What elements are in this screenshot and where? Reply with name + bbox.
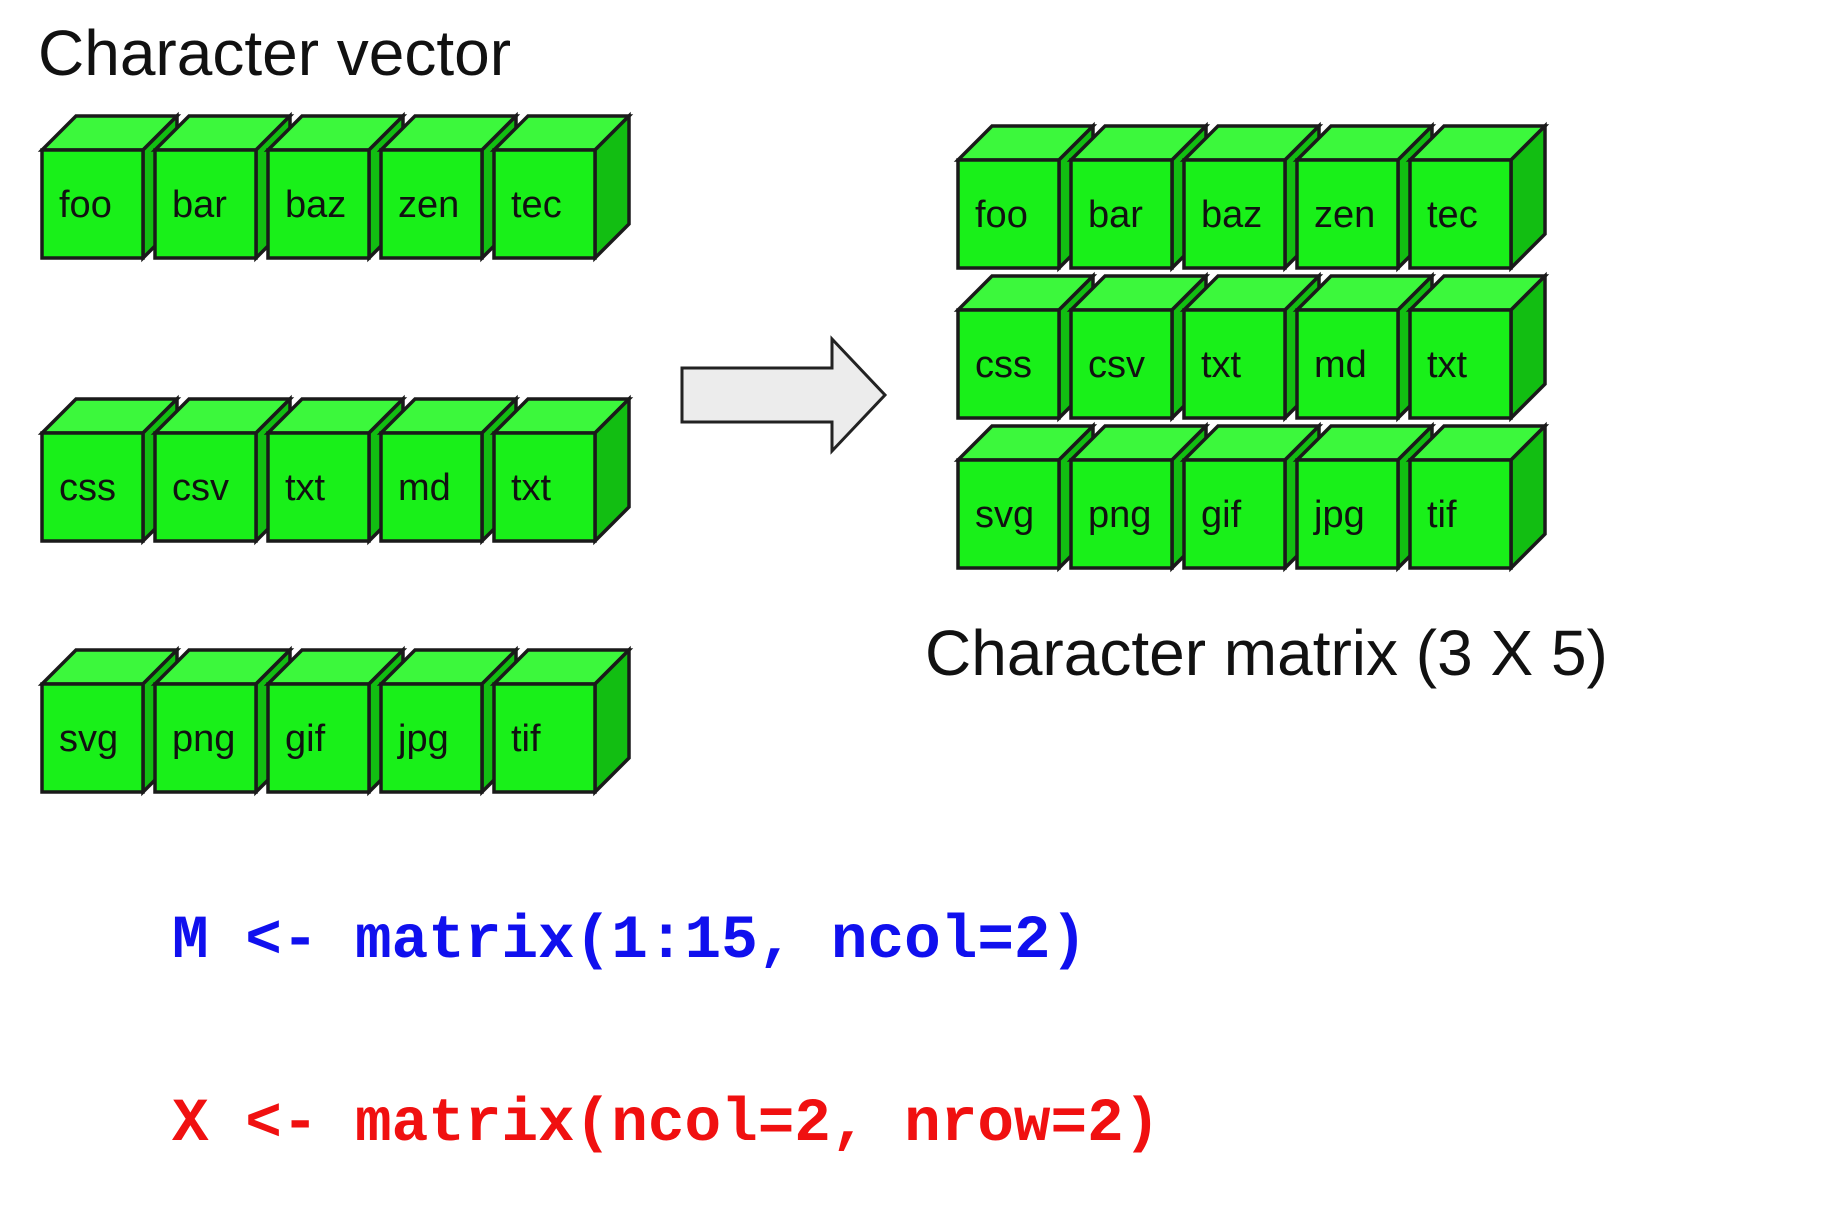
cube: svg: [953, 421, 1098, 573]
cube-label: jpg: [1313, 494, 1365, 536]
cube-front-face: [266, 148, 371, 260]
cube-front-face: [40, 148, 145, 260]
cube-label: txt: [1427, 344, 1468, 386]
cube-front-face: [153, 682, 258, 794]
cube-label: txt: [511, 467, 552, 509]
cube-label: foo: [975, 194, 1028, 236]
cube-label: tif: [511, 718, 541, 760]
cube-front-face: [492, 682, 597, 794]
cube-front-face: [1069, 458, 1174, 570]
cube-label: csv: [1088, 344, 1145, 386]
cube-front-face: [153, 148, 258, 260]
cube-label: css: [975, 344, 1032, 386]
cube-label: zen: [1314, 194, 1375, 236]
cube-front-face: [1408, 158, 1513, 270]
cube-label: png: [172, 718, 235, 760]
cube-label: txt: [285, 467, 326, 509]
cube-label: jpg: [397, 718, 449, 760]
cube-front-face: [1182, 308, 1287, 420]
cube-front-face: [153, 431, 258, 543]
cube-front-face: [379, 682, 484, 794]
cube-front-face: [1295, 308, 1400, 420]
character-vector-cubes: foo bar baz zen tec css csv txt md txt svg png gif jp…: [37, 111, 634, 797]
cube-front-face: [1069, 158, 1174, 270]
cube-label: gif: [1201, 494, 1242, 536]
cube-front-face: [40, 682, 145, 794]
cube: tec: [489, 111, 634, 263]
cube-front-face: [379, 148, 484, 260]
character-matrix-cubes: foo bar baz zen tec css csv txt md txt svg png gif jp…: [953, 121, 1550, 573]
code-line-matrix-ncol: M <- matrix(1:15, ncol=2): [172, 907, 1087, 976]
cube: tec: [1405, 121, 1550, 273]
cube-label: svg: [975, 494, 1034, 536]
right-arrow-icon: [680, 335, 888, 455]
cube: txt: [489, 394, 634, 546]
cube-label: zen: [398, 184, 459, 226]
cube-front-face: [266, 431, 371, 543]
cube-label: bar: [1088, 194, 1143, 236]
cube-label: gif: [285, 718, 326, 760]
cube-label: baz: [1201, 194, 1262, 236]
cube-front-face: [956, 458, 1061, 570]
cube: png: [150, 645, 295, 797]
matrix-title: Character matrix (3 X 5): [925, 617, 1608, 689]
cube-front-face: [1295, 458, 1400, 570]
cube-front-face: [40, 431, 145, 543]
cube-label: md: [398, 467, 451, 509]
cube-front-face: [1182, 458, 1287, 570]
cube-front-face: [1408, 458, 1513, 570]
cube: bar: [1066, 121, 1211, 273]
cube-front-face: [1295, 158, 1400, 270]
cube-front-face: [956, 308, 1061, 420]
cube-label: tec: [1427, 194, 1478, 236]
cube-label: bar: [172, 184, 227, 226]
cube-label: foo: [59, 184, 112, 226]
cube: txt: [1405, 271, 1550, 423]
cube-front-face: [379, 431, 484, 543]
cube-label: tec: [511, 184, 562, 226]
cube-label: tif: [1427, 494, 1457, 536]
cube-label: md: [1314, 344, 1367, 386]
vector-title: Character vector: [38, 17, 511, 89]
cube-front-face: [1408, 308, 1513, 420]
cube: tif: [1405, 421, 1550, 573]
cube-front-face: [492, 431, 597, 543]
cube-label: css: [59, 467, 116, 509]
code-line-matrix-ncol-nrow: X <- matrix(ncol=2, nrow=2): [172, 1090, 1160, 1159]
cube-front-face: [1182, 158, 1287, 270]
cube-front-face: [492, 148, 597, 260]
cube-label: svg: [59, 718, 118, 760]
cube: tif: [489, 645, 634, 797]
cube-front-face: [266, 682, 371, 794]
cube-front-face: [956, 158, 1061, 270]
cube-label: txt: [1201, 344, 1242, 386]
cube-front-face: [1069, 308, 1174, 420]
cube-label: png: [1088, 494, 1151, 536]
cube-label: baz: [285, 184, 346, 226]
cube-label: csv: [172, 467, 229, 509]
